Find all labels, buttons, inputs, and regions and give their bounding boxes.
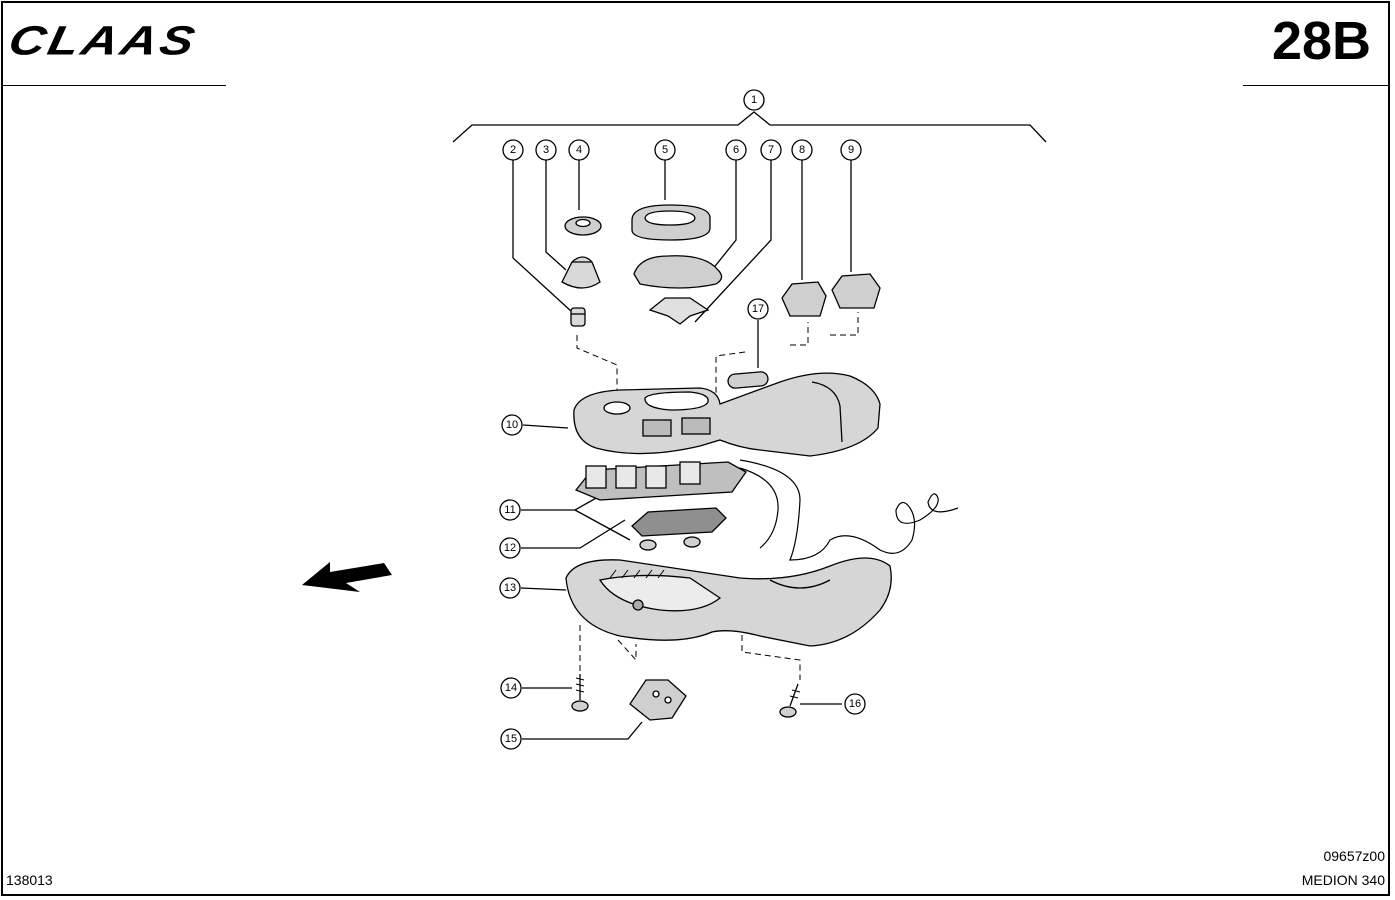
callout-11: 11 [499, 499, 521, 521]
leader-6 [711, 160, 737, 271]
callout-12: 12 [499, 537, 521, 559]
header-rule-right [1243, 85, 1389, 86]
callout-circle [568, 139, 590, 161]
cable-inner [739, 467, 779, 549]
leader-10 [522, 424, 569, 429]
leader-12 [521, 519, 626, 549]
direction-arrow-icon [302, 562, 392, 592]
callout-1: 1 [743, 89, 765, 111]
dash-2 [576, 335, 618, 398]
leader-15 [522, 721, 643, 740]
callout-label: 7 [768, 144, 774, 156]
callout-label: 6 [733, 144, 739, 156]
callout-circle [654, 139, 676, 161]
header-rule-left [2, 85, 226, 86]
callout-label: 8 [799, 144, 805, 156]
callout-circle [499, 577, 521, 599]
callout-10: 10 [501, 414, 523, 436]
assembly-bracket [452, 111, 1047, 143]
callout-circle [747, 298, 769, 320]
callout-3: 3 [535, 139, 557, 161]
part-10-upper-housing [573, 372, 881, 457]
callout-label: 1 [751, 94, 757, 106]
callout-17: 17 [747, 298, 769, 320]
callout-label: 14 [505, 682, 517, 694]
part-3-nozzle [561, 256, 601, 289]
callout-label: 2 [510, 144, 516, 156]
callout-8: 8 [791, 139, 813, 161]
callout-7: 7 [760, 139, 782, 161]
callout-circle [502, 139, 524, 161]
part-4-washer [564, 216, 602, 236]
part-13-lower-housing [565, 557, 892, 647]
callout-circle [501, 414, 523, 436]
dash-15 [617, 639, 637, 662]
document-number: 138013 [6, 872, 53, 888]
callout-circle [500, 728, 522, 750]
callout-label: 10 [506, 419, 518, 431]
callout-2: 2 [502, 139, 524, 161]
callout-circle [844, 693, 866, 715]
part-14-screw [571, 674, 589, 712]
leader-13 [520, 587, 567, 591]
dash-8 [790, 322, 809, 346]
callout-circle [725, 139, 747, 161]
part-15-bracket [629, 679, 687, 721]
callout-circle [499, 537, 521, 559]
leader-2 [512, 160, 573, 313]
callout-15: 15 [500, 728, 522, 750]
leader-3 [545, 160, 567, 271]
callout-16: 16 [844, 693, 866, 715]
callout-5: 5 [654, 139, 676, 161]
callout-13: 13 [499, 577, 521, 599]
part-7-clip [648, 297, 710, 325]
leader-11b [574, 509, 631, 541]
part-9-cap [831, 273, 881, 309]
callout-label: 16 [849, 698, 861, 710]
callout-label: 12 [504, 542, 516, 554]
callout-label: 9 [848, 144, 854, 156]
part-16-screw [779, 683, 801, 718]
dash-16 [741, 625, 801, 680]
callout-label: 13 [504, 582, 516, 594]
callout-label: 3 [543, 144, 549, 156]
dash-9 [830, 312, 859, 336]
part-2-nipple [570, 307, 586, 327]
part-11-board [574, 461, 747, 501]
callout-label: 5 [662, 144, 668, 156]
callout-circle [791, 139, 813, 161]
callout-label: 17 [752, 303, 764, 315]
cable [739, 459, 959, 561]
callout-label: 15 [505, 733, 517, 745]
leader-7 [694, 160, 772, 323]
callout-circle [760, 139, 782, 161]
callout-circle [743, 89, 765, 111]
part-17-label [727, 371, 769, 389]
part-5-gasket [631, 204, 711, 241]
callout-circle [499, 499, 521, 521]
part-6-cover [633, 255, 723, 289]
callout-label: 4 [576, 144, 582, 156]
callout-9: 9 [840, 139, 862, 161]
page-code: 28B [1271, 11, 1371, 71]
part-8-cap [781, 281, 827, 317]
callout-6: 6 [725, 139, 747, 161]
model-name: MEDION 340 [1301, 872, 1385, 888]
callout-circle [500, 677, 522, 699]
callout-circle [840, 139, 862, 161]
callout-4: 4 [568, 139, 590, 161]
drawing-code: 09657z00 [1323, 848, 1385, 864]
callout-14: 14 [500, 677, 522, 699]
part-12-plate [631, 507, 727, 551]
callout-circle [535, 139, 557, 161]
callout-label: 11 [504, 504, 515, 516]
